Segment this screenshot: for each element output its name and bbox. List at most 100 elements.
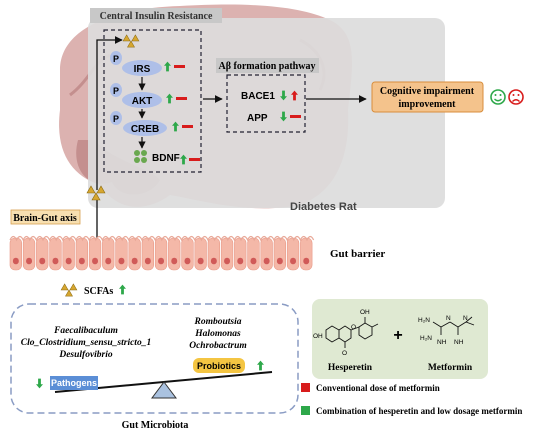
metformin-h2n-bottom: H₂N — [420, 335, 432, 342]
node-akt: AKT — [132, 96, 153, 107]
gut-cell-nucleus — [52, 257, 59, 265]
central-title: Central Insulin Resistance — [100, 11, 213, 22]
gut-cell-nucleus — [12, 257, 19, 265]
outcome-label-line1: Cognitive impairment — [380, 86, 475, 97]
node-bdnf: BDNF — [152, 153, 180, 164]
gut-cell — [220, 237, 234, 271]
irs-no-change-icon — [174, 65, 185, 68]
gut-cell-nucleus — [78, 257, 85, 265]
outcome-label-line2: improvement — [398, 99, 456, 110]
abeta-app: APP — [247, 113, 268, 124]
gut-cell-nucleus — [171, 257, 178, 265]
hesperetin-label: Hesperetin — [328, 363, 373, 373]
metformin-h2n-top: H₂N — [418, 317, 430, 324]
gut-cell — [234, 237, 247, 271]
gut-cell-nucleus — [290, 257, 297, 265]
gut-barrier-cells — [9, 235, 315, 271]
gut-cell-nucleus — [158, 257, 165, 265]
legend-green-swatch — [301, 406, 310, 415]
scfa-triangles — [60, 283, 78, 297]
gut-cell — [102, 237, 115, 271]
creb-no-change-icon — [182, 125, 193, 128]
metformin-nh-1: NH — [437, 339, 447, 346]
hesperetin-structure-icon — [325, 317, 379, 348]
scfas-label: SCFAs — [84, 286, 113, 297]
gut-cell — [75, 237, 88, 271]
left-bacteria-2: Clo_Clostridium_sensu_stricto_1 — [21, 338, 151, 348]
gut-cell-nucleus — [131, 257, 138, 265]
gut-cell — [49, 237, 62, 271]
hesperetin-oh-top: OH — [360, 309, 370, 316]
legend-conventional: Conventional dose of metformin — [316, 383, 440, 393]
scfas-up-arrow-icon — [119, 284, 126, 295]
gut-cell — [273, 237, 286, 271]
gut-cell-nucleus — [197, 257, 204, 265]
gut-cell — [115, 237, 128, 271]
insulin-indicators — [164, 61, 200, 165]
sad-face-icon — [508, 89, 524, 105]
node-irs: IRS — [134, 64, 151, 75]
left-bacteria-1: Faecalibaculum — [53, 326, 118, 336]
gut-cell — [154, 237, 168, 271]
hesperetin-o-ketone: O — [342, 350, 347, 357]
gut-cell-nucleus — [144, 257, 151, 265]
gut-cell — [260, 237, 273, 271]
legend-red-swatch — [301, 383, 310, 392]
gut-barrier-label: Gut barrier — [330, 248, 385, 260]
metformin-nh-2: NH — [454, 339, 464, 346]
gut-cell — [207, 237, 220, 271]
gut-cell-nucleus — [92, 257, 99, 265]
left-bacteria-3: Desulfovibrio — [58, 350, 113, 360]
right-bacteria-2: Halomonas — [194, 329, 241, 339]
gut-cell-nucleus — [210, 257, 217, 265]
central-title-box — [90, 8, 222, 23]
abeta-box — [226, 74, 306, 133]
abeta-bace1: BACE1 — [241, 91, 275, 102]
right-bacteria-1: Romboutsia — [194, 317, 242, 327]
insulin-pathway-box — [103, 29, 202, 173]
gut-cell-nucleus — [250, 257, 257, 265]
metformin-n-2: N — [463, 315, 468, 322]
outcome-box — [371, 81, 484, 113]
gut-cell — [181, 237, 194, 271]
gut-cell — [141, 237, 154, 271]
gut-cell — [22, 237, 36, 271]
gut-microvilli — [9, 235, 315, 242]
seesaw-fulcrum — [151, 381, 177, 399]
gut-cell — [36, 237, 49, 271]
gut-microbiota-box — [10, 303, 299, 414]
brain-gut-axis-box — [10, 209, 81, 225]
pathogens-label: Pathogens — [51, 378, 97, 388]
gut-microbiota-label: Gut Microbiota — [122, 420, 189, 431]
gut-cell — [9, 237, 22, 271]
diabetes-rat-label: Diabetes Rat — [290, 201, 357, 213]
legend-combination: Combination of hesperetin and low dosage… — [316, 406, 522, 416]
drug-panel — [312, 299, 488, 379]
gut-cell — [247, 237, 260, 271]
metformin-structure-icon — [432, 316, 475, 335]
abeta-title-box — [216, 58, 319, 73]
p-label-1: P — [113, 54, 119, 64]
gut-cell-nucleus — [303, 257, 310, 265]
probiotics-label: Probiotics — [197, 361, 241, 371]
metformin-n-1: N — [446, 315, 451, 322]
happy-face-icon — [490, 89, 506, 105]
gut-cell — [194, 237, 207, 271]
hesperetin-oh-left: OH — [313, 333, 323, 340]
probiotics-box — [193, 358, 245, 373]
gut-cell — [168, 237, 181, 271]
gut-cell-nucleus — [263, 257, 270, 265]
gut-cell-nucleus — [118, 257, 125, 265]
p-label-2: P — [113, 86, 119, 96]
gut-cell-nucleus — [39, 257, 46, 265]
abeta-title: Aβ formation pathway — [219, 61, 316, 72]
akt-no-change-icon — [176, 97, 187, 100]
plus-sign: + — [393, 327, 402, 344]
brain-gut-axis-label: Brain-Gut axis — [13, 213, 77, 224]
gut-cell-nucleus — [65, 257, 72, 265]
p-label-3: P — [113, 114, 119, 124]
bdnf-no-change-icon — [189, 158, 200, 161]
gut-cell — [286, 237, 300, 271]
gut-cell — [128, 237, 141, 271]
